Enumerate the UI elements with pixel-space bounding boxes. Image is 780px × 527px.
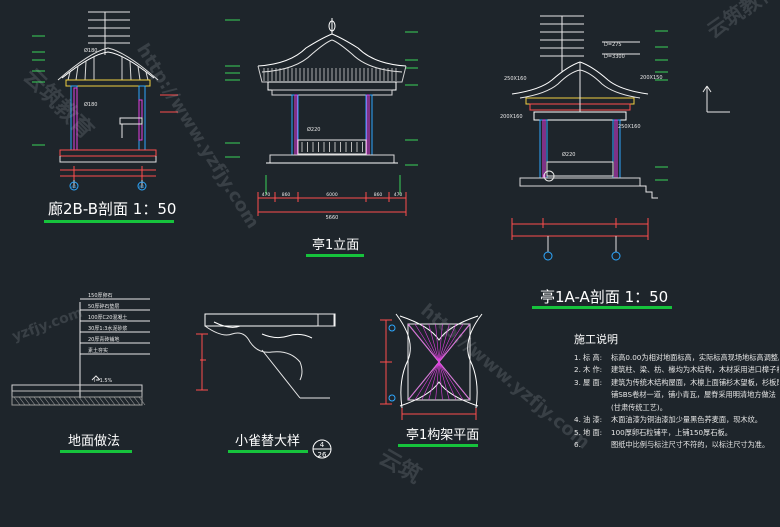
- ting-section-drawing: [511, 15, 730, 261]
- sec-beam-tag-1: 200X150: [640, 75, 663, 81]
- floor-layer-label: 100厚C20混凝土: [88, 314, 127, 321]
- elev-col-dim: Ø220: [307, 126, 320, 133]
- title-ting-section: 亭1A-A剖面 1：50: [540, 288, 669, 306]
- underline-queti-detail: [228, 450, 308, 453]
- ting-elevation-drawing: [225, 18, 418, 216]
- axis-b: B/1: [139, 185, 145, 189]
- lang-col-dim-2: Ø180: [84, 47, 97, 54]
- note-text: 100厚卵石粒铺平，上铺150厚石板。: [611, 427, 732, 437]
- note-item: 6. 图纸中比例与标注尺寸不符的，以标注尺寸为准。: [574, 439, 779, 452]
- elev-total-dim: 5660: [326, 215, 339, 221]
- note-text: 建筑柱、梁、枋、椽均为木结构，木材采用进口樟子松。: [611, 365, 779, 374]
- elev-sub-dim: 860: [374, 192, 383, 198]
- note-number: 1.: [574, 352, 581, 362]
- notes-title: 施工说明: [574, 333, 618, 346]
- note-number: [574, 402, 583, 415]
- note-number: 5.: [574, 427, 581, 437]
- underline-floor-detail: [60, 450, 132, 453]
- title-lang-section: 廊2B-B剖面 1：50: [48, 200, 177, 218]
- note-text: 标高0.00为相对地面标高，实际标高现场地标高调整。: [611, 352, 779, 362]
- note-number: 3.: [574, 377, 581, 387]
- sec-beam-tag-2: 250X160: [504, 76, 527, 82]
- sec-col-dim: Ø220: [562, 151, 575, 158]
- note-text: 铺SBS卷材一道，铺小青瓦，屋脊采用明清地方做法: [611, 390, 776, 399]
- queti-detail-drawing: [196, 313, 336, 399]
- note-label: 地 面:: [583, 427, 603, 437]
- note-text: (甘肃传统工艺)。: [611, 402, 667, 412]
- note-text: 图纸中比例与标注尺寸不符的，以标注尺寸为准。: [611, 440, 770, 449]
- floor-layer-label: 150厚卵石: [88, 292, 113, 299]
- sec-beam-tag-3: 200X160: [500, 114, 523, 120]
- construction-notes: 施工说明 1.标 高:标高0.00为相对地面标高，实际标高现场地标高调整。2.木…: [574, 333, 779, 452]
- note-label: [583, 402, 611, 415]
- floor-layer-label: 素土夯实: [88, 347, 108, 354]
- floor-layer-label: 30厚1:3水泥砂浆: [88, 325, 127, 332]
- underline-ting-elevation: [306, 254, 364, 257]
- note-item: 铺SBS卷材一道，铺小青瓦，屋脊采用明清地方做法: [574, 389, 779, 402]
- title-ting-elevation: 亭1立面: [312, 238, 360, 253]
- floor-layer-label: 20厚青砖铺地: [88, 336, 119, 343]
- underline-ting-plan: [398, 444, 478, 447]
- lang-section-drawing: [32, 11, 178, 191]
- note-label: 油 漆:: [583, 415, 603, 424]
- floor-layer-label: 50厚碎石垫层: [88, 303, 119, 310]
- title-ting-plan: 亭1构架平面: [406, 428, 480, 443]
- sheet-badge: 4 26: [312, 439, 332, 459]
- sec-beam-tag-4: 250X160: [618, 124, 641, 130]
- axis-a: A/1: [71, 185, 77, 189]
- sheet-badge-bottom: 26: [318, 451, 327, 459]
- slope-label: i=1.5%: [94, 378, 113, 384]
- lang-col-dim: Ø180: [84, 101, 97, 108]
- note-item: 3.屋 面: 建筑为传统木结构屋面，木檩上面铺杉木望板，杉板厚15: [574, 377, 779, 390]
- note-number: 4.: [574, 415, 581, 424]
- elev-sub-dim: 6000: [326, 192, 338, 198]
- sheet-badge-top: 4: [320, 441, 325, 449]
- note-label: 标 高:: [583, 352, 603, 362]
- sec-top-dim-1: D=275: [604, 42, 622, 48]
- floor-detail-drawing: [11, 298, 150, 406]
- note-label: 木 作:: [583, 365, 603, 374]
- note-label: [583, 439, 611, 452]
- underline-lang-section: [44, 220, 174, 223]
- note-number: [574, 389, 583, 402]
- underline-ting-section: [532, 306, 672, 309]
- note-label: 屋 面:: [583, 377, 603, 387]
- note-number: 6.: [574, 440, 581, 449]
- note-item: (甘肃传统工艺)。: [574, 402, 779, 415]
- note-label: [583, 389, 611, 402]
- sec-top-dim-2: D=3300: [604, 54, 625, 60]
- note-item: 4.油 漆: 木面油漆为铜油漆加少量黑色荞麦面，现木纹。: [574, 414, 779, 427]
- note-item: 1.标 高: 标高0.00为相对地面标高，实际标高现场地标高调整。: [574, 352, 779, 365]
- note-text: 木面油漆为铜油漆加少量黑色荞麦面，现木纹。: [611, 415, 762, 424]
- notes-list: 1.标 高: 标高0.00为相对地面标高，实际标高现场地标高调整。 2.木 作: 建筑…: [574, 352, 779, 452]
- note-text: 建筑为传统木结构屋面，木檩上面铺杉木望板，杉板厚15: [611, 377, 779, 387]
- elev-sub-dim: 470: [394, 192, 403, 198]
- ting-plan-drawing: [380, 313, 483, 420]
- note-item: 2.木 作: 建筑柱、梁、枋、椽均为木结构，木材采用进口樟子松。: [574, 364, 779, 377]
- title-queti-detail: 小雀替大样: [235, 434, 301, 449]
- note-item: 5.地 面: 100厚卵石粒铺平，上铺150厚石板。: [574, 427, 779, 440]
- title-floor-detail: 地面做法: [68, 434, 121, 449]
- elev-sub-dim: 470: [262, 192, 271, 198]
- elev-sub-dim: 860: [282, 192, 291, 198]
- note-number: 2.: [574, 365, 581, 374]
